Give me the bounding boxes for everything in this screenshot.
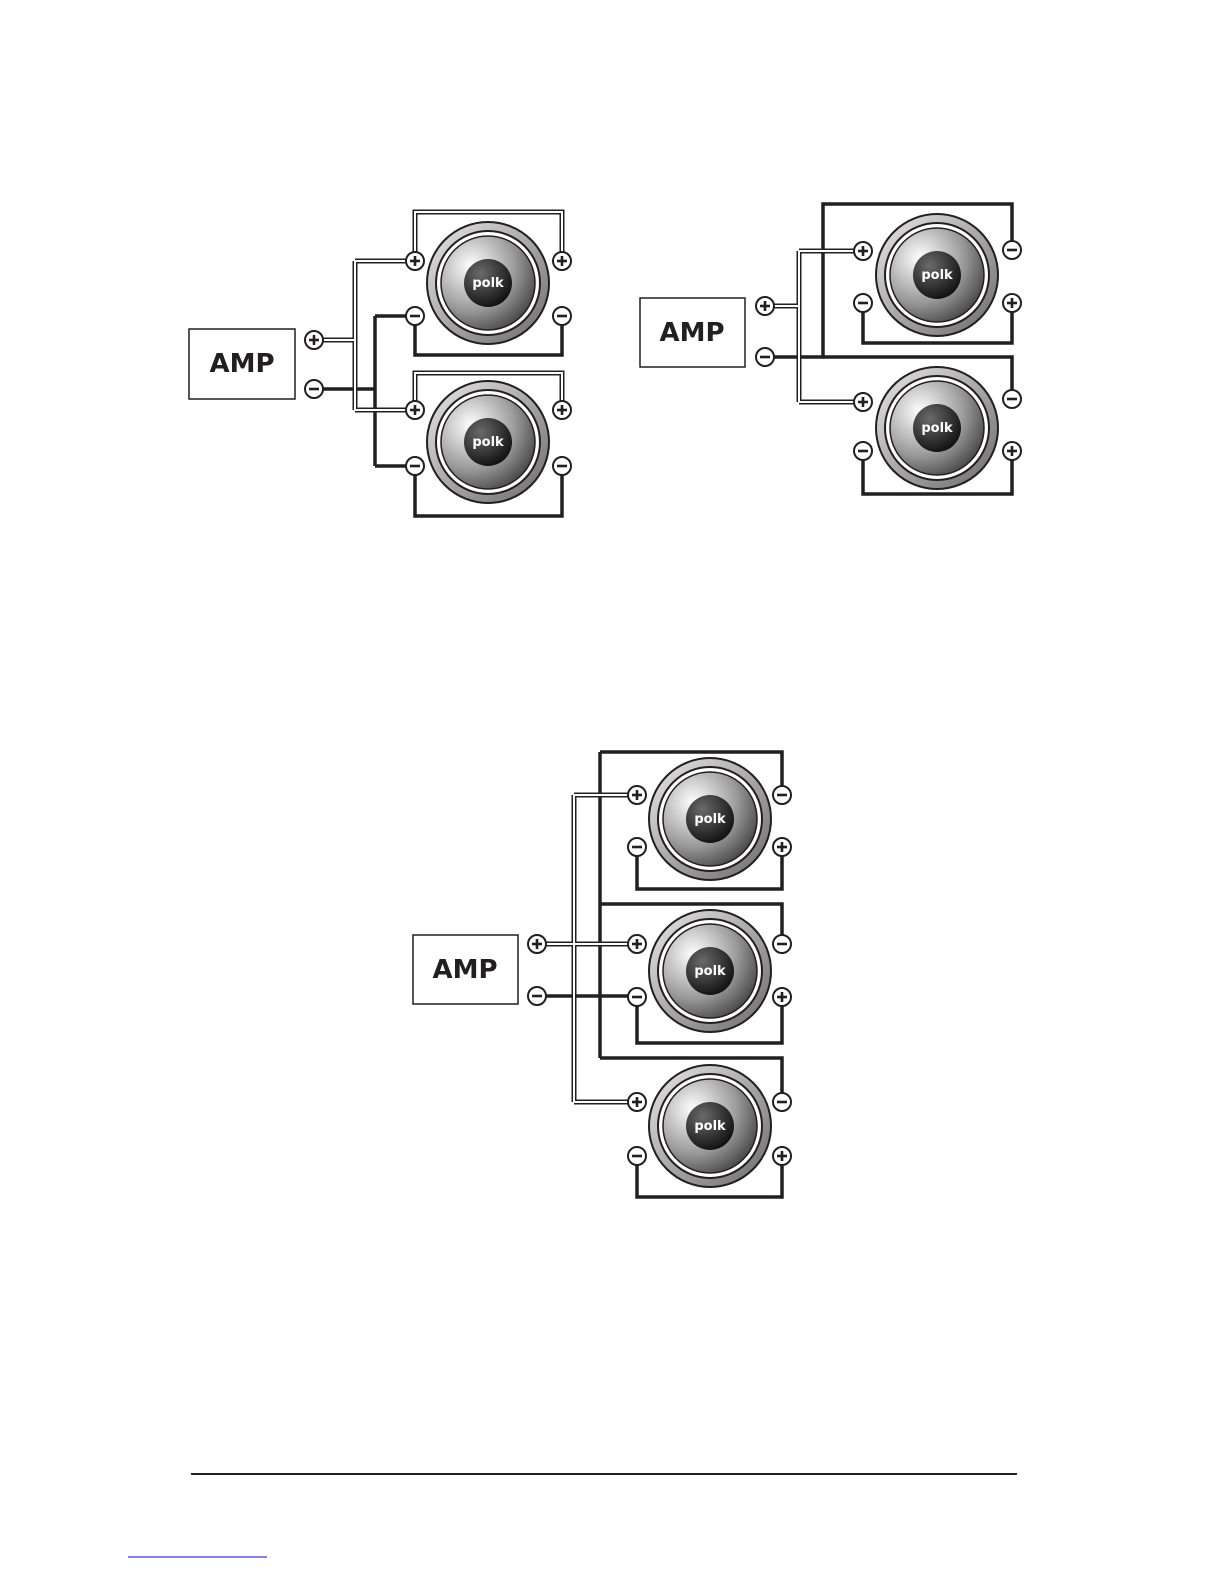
speaker: polk <box>649 910 771 1032</box>
positive-terminal-icon <box>628 786 646 804</box>
amplifier: AMP <box>413 935 518 1004</box>
positive-terminal-icon <box>628 1093 646 1111</box>
brand-logo: polk <box>472 435 504 450</box>
positive-terminal-icon <box>773 1147 791 1165</box>
negative-terminal-icon <box>756 348 774 366</box>
positive-terminal-icon <box>528 935 546 953</box>
wires-positive <box>765 251 863 402</box>
negative-terminal-icon <box>406 457 424 475</box>
positive-terminal-icon <box>305 331 323 349</box>
wires-positive <box>537 795 637 1102</box>
diagram-two-speakers-series-parallel: AMP polk polk <box>640 204 1021 494</box>
positive-terminal-icon <box>553 401 571 419</box>
positive-terminal-icon <box>854 242 872 260</box>
negative-terminal-icon <box>773 1093 791 1111</box>
speaker: polk <box>649 1065 771 1187</box>
negative-terminal-icon <box>305 380 323 398</box>
brand-logo: polk <box>921 268 953 283</box>
speaker: polk <box>427 381 549 503</box>
amplifier: AMP <box>189 329 295 399</box>
positive-terminal-icon <box>406 401 424 419</box>
brand-logo: polk <box>472 276 504 291</box>
positive-terminal-icon <box>756 297 774 315</box>
positive-terminal-icon <box>1003 442 1021 460</box>
negative-terminal-icon <box>406 307 424 325</box>
brand-logo: polk <box>921 421 953 436</box>
brand-logo: polk <box>694 812 726 827</box>
positive-terminal-icon <box>553 252 571 270</box>
negative-terminal-icon <box>854 442 872 460</box>
negative-terminal-icon <box>628 988 646 1006</box>
speaker: polk <box>649 758 771 880</box>
negative-terminal-icon <box>773 935 791 953</box>
brand-logo: polk <box>694 964 726 979</box>
negative-terminal-icon <box>1003 390 1021 408</box>
amp-label: AMP <box>432 955 497 985</box>
brand-logo: polk <box>694 1119 726 1134</box>
negative-terminal-icon <box>553 457 571 475</box>
negative-terminal-icon <box>773 786 791 804</box>
amp-label: AMP <box>209 349 274 379</box>
speaker: polk <box>876 367 998 489</box>
speaker: polk <box>876 214 998 336</box>
amp-label: AMP <box>659 318 724 348</box>
negative-terminal-icon <box>854 294 872 312</box>
diagram-three-speakers: AMP polk polk polk <box>413 752 791 1197</box>
positive-terminal-icon <box>773 838 791 856</box>
negative-terminal-icon <box>1003 241 1021 259</box>
positive-terminal-icon <box>854 393 872 411</box>
negative-terminal-icon <box>528 987 546 1005</box>
amplifier: AMP <box>640 298 745 367</box>
positive-terminal-icon <box>1003 294 1021 312</box>
negative-terminal-icon <box>628 838 646 856</box>
negative-terminal-icon <box>628 1147 646 1165</box>
positive-terminal-icon <box>628 935 646 953</box>
positive-terminal-icon <box>773 988 791 1006</box>
speaker: polk <box>427 222 549 344</box>
diagram-two-speakers-parallel: AMP polk polk <box>189 212 571 516</box>
negative-terminal-icon <box>553 307 571 325</box>
positive-terminal-icon <box>406 252 424 270</box>
